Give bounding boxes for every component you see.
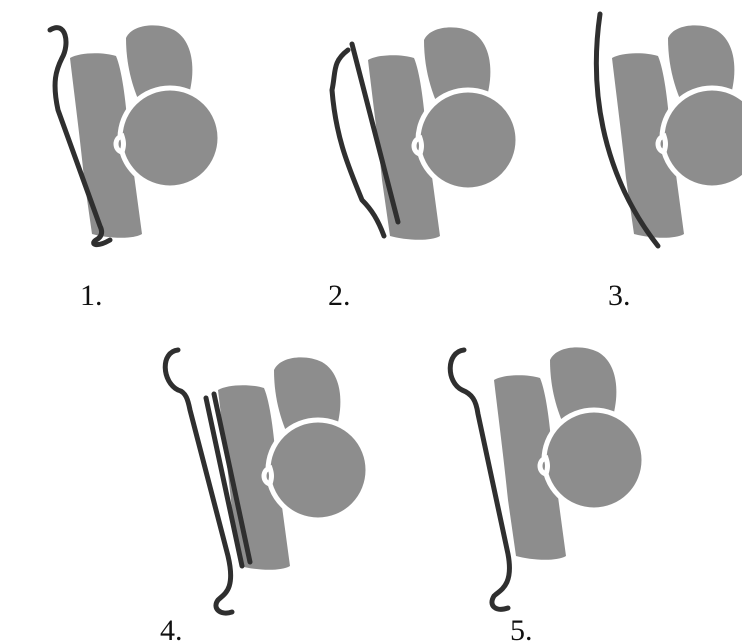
figure-3: 3. <box>596 14 742 312</box>
figure-4: 4. <box>160 350 368 644</box>
organ-shape-4 <box>218 357 368 569</box>
organ-shape-5 <box>494 347 644 559</box>
figure-5: 5. <box>450 347 644 644</box>
figure-label-2: 2. <box>328 279 351 312</box>
figure-label-5: 5. <box>510 614 533 644</box>
figure-2: 2. <box>328 27 518 312</box>
figure-label-3: 3. <box>608 279 631 312</box>
figure-label-1: 1. <box>80 279 103 312</box>
figure-label-4: 4. <box>160 614 183 644</box>
figure-1: 1. <box>50 25 220 312</box>
organ-shape-2 <box>368 27 518 239</box>
